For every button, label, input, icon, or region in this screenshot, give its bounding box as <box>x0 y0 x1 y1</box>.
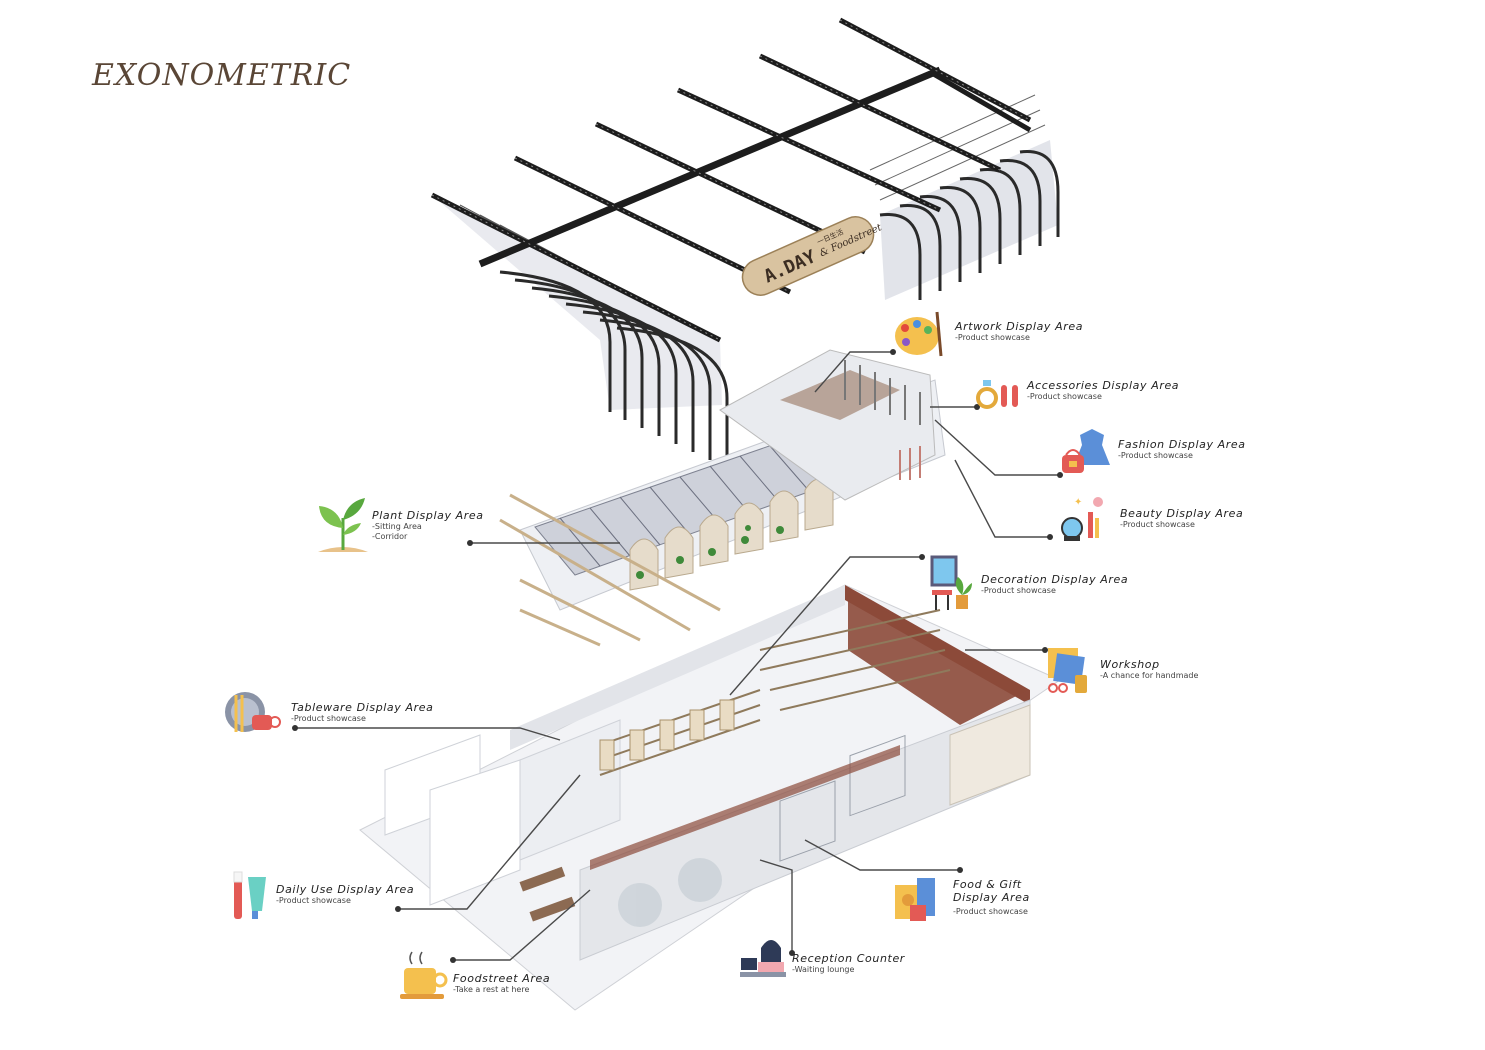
label-tableware-title: Tableware Display Area <box>291 701 434 714</box>
label-foodstreet-sub: -Take a rest at here <box>453 985 530 994</box>
label-dailyuse-title: Daily Use Display Area <box>276 883 415 896</box>
label-accessories-sub: -Product showcase <box>1027 392 1102 401</box>
receptionist-icon <box>740 940 786 977</box>
ring-earring-icon <box>976 380 1018 409</box>
mirror-cosmetics-icon: ✦ <box>1061 497 1103 541</box>
label-tableware: Tableware Display Area -Product showcase <box>291 701 433 724</box>
label-foodgift-title: Food & Gift <box>953 878 1022 891</box>
wooden-sign: A.DAY & Foodstreet 一日生活 <box>741 216 884 296</box>
label-decoration-title: Decoration Display Area <box>981 573 1129 586</box>
label-fashion-title: Fashion Display Area <box>1118 438 1246 451</box>
roof-structure <box>430 17 1060 460</box>
label-accessories-title: Accessories Display Area <box>1027 379 1180 392</box>
right-curved-canopy <box>869 94 1060 300</box>
label-artwork: Artwork Display Area -Product showcase <box>955 320 1083 343</box>
dress-bag-icon <box>1062 429 1110 473</box>
coffee-cup-icon <box>400 951 448 999</box>
workshop-tools-icon <box>1048 648 1087 693</box>
toothbrush-toothpaste-icon <box>233 871 266 919</box>
label-foodgift: Food & Gift Display Area -Product showca… <box>953 878 1030 917</box>
ground-level <box>359 584 1062 1011</box>
label-artwork-sub: -Product showcase <box>955 333 1030 342</box>
label-foodgift-title-2: Display Area <box>953 891 1030 904</box>
plate-cup-icon <box>225 692 281 732</box>
label-workshop-sub: -A chance for handmade <box>1100 671 1199 680</box>
label-reception-title: Reception Counter <box>792 952 905 965</box>
label-reception: Reception Counter -Waiting lounge <box>792 952 905 975</box>
label-decoration-sub: -Product showcase <box>981 586 1056 595</box>
label-plant-title: Plant Display Area <box>372 509 484 522</box>
page-title: EXONOMETRIC <box>92 58 352 93</box>
label-beauty-title: Beauty Display Area <box>1120 507 1244 520</box>
label-tableware-sub: -Product showcase <box>291 714 366 723</box>
leader-dots <box>292 349 1063 963</box>
palette-icon <box>895 311 943 357</box>
picture-frame-icon <box>930 555 972 610</box>
label-fashion: Fashion Display Area -Product showcase <box>1118 438 1246 461</box>
label-plant: Plant Display Area -Sitting Area -Corrid… <box>372 509 484 542</box>
food-gift-icon <box>895 878 935 921</box>
label-beauty-sub: -Product showcase <box>1120 520 1195 529</box>
label-decoration: Decoration Display Area -Product showcas… <box>981 573 1128 596</box>
label-foodstreet-title: Foodstreet Area <box>453 972 551 985</box>
label-accessories: Accessories Display Area -Product showca… <box>1027 379 1179 402</box>
label-foodgift-sub: -Product showcase <box>953 907 1028 916</box>
left-curved-canopy <box>432 195 729 460</box>
label-plant-sub-1: -Sitting Area <box>372 522 422 531</box>
label-workshop-title: Workshop <box>1100 658 1160 671</box>
label-fashion-sub: -Product showcase <box>1118 451 1193 460</box>
label-artwork-title: Artwork Display Area <box>955 320 1084 333</box>
leader-lines <box>295 351 1060 961</box>
label-reception-sub: -Waiting lounge <box>792 965 855 974</box>
plant-sprout-icon <box>318 498 368 552</box>
svg-text:✦: ✦ <box>1074 497 1082 508</box>
label-dailyuse: Daily Use Display Area -Product showcase <box>276 883 414 906</box>
label-plant-sub-2: -Corridor <box>372 532 408 541</box>
label-dailyuse-sub: -Product showcase <box>276 896 351 905</box>
label-workshop: Workshop -A chance for handmade <box>1100 658 1198 681</box>
label-foodstreet: Foodstreet Area -Take a rest at here <box>453 972 550 995</box>
upper-level <box>499 349 946 647</box>
label-beauty: Beauty Display Area -Product showcase <box>1120 507 1243 530</box>
